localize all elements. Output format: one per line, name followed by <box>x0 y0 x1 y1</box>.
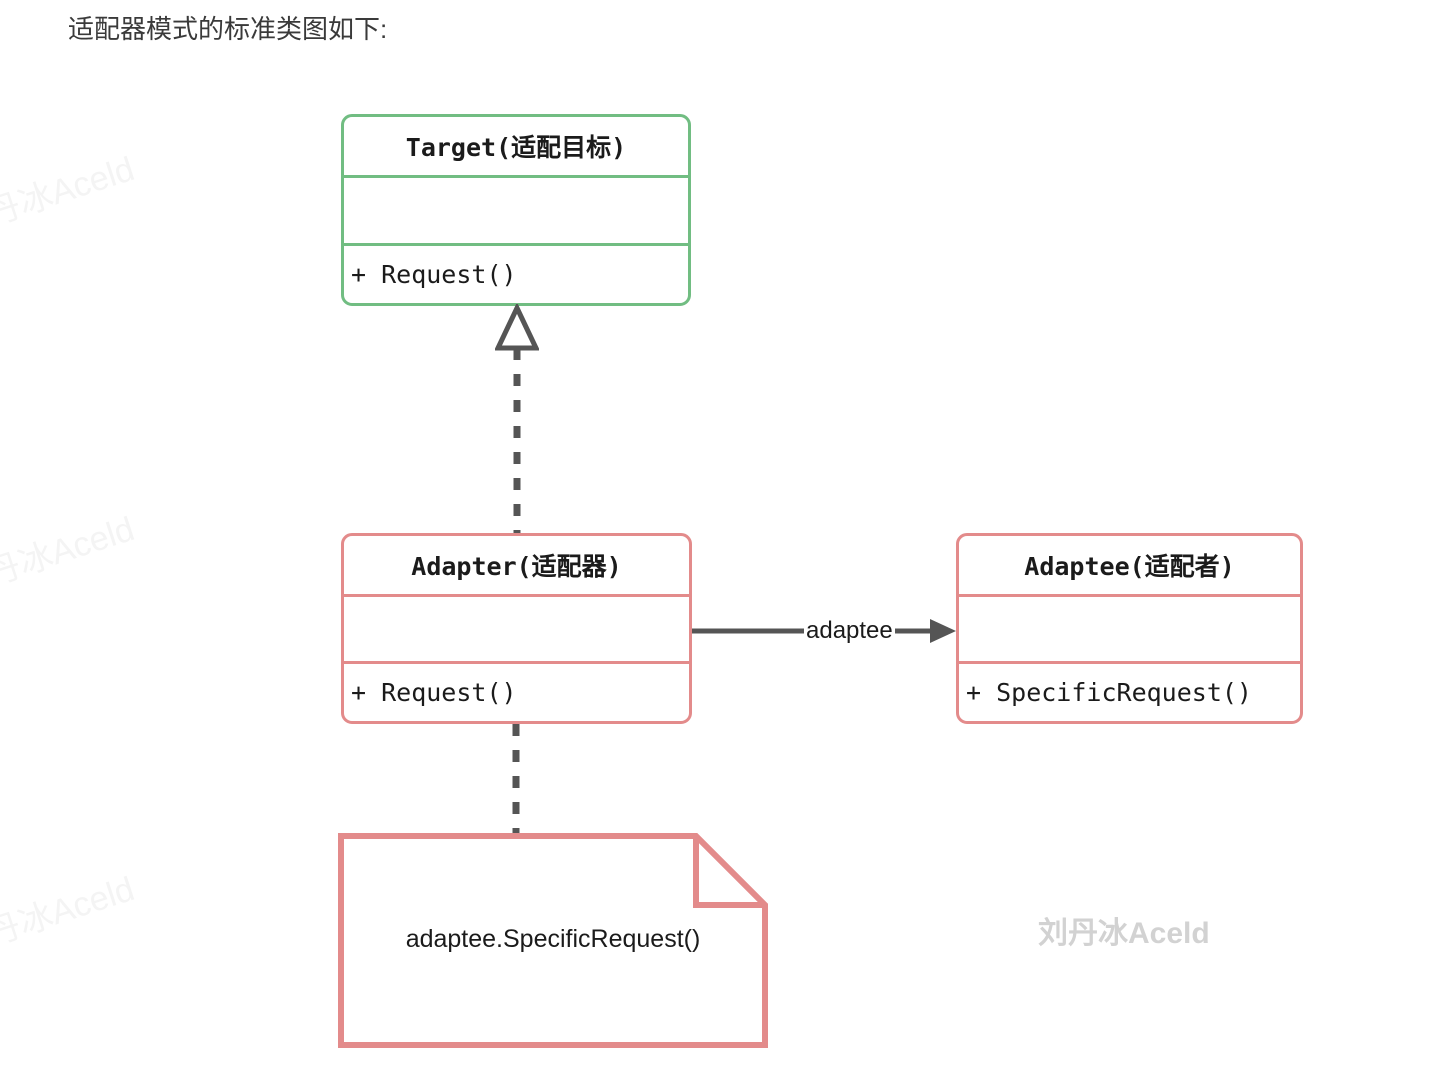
watermark-edge-2: 刘丹冰Aceld <box>0 509 139 604</box>
hollow-triangle-arrowhead-icon <box>494 302 540 351</box>
class-name-target: Target(适配目标) <box>405 133 627 162</box>
relationship-adapter-note-link <box>500 724 532 836</box>
note-fold-corner-icon <box>693 836 765 908</box>
note-outline <box>338 833 768 1048</box>
class-name-adaptee: Adaptee(适配者) <box>1024 552 1235 581</box>
watermark-edge-3: 刘丹冰Aceld <box>0 869 139 964</box>
filled-arrowhead-icon <box>930 619 956 643</box>
class-attributes-adapter <box>344 594 689 661</box>
class-name-adapter: Adapter(适配器) <box>411 552 622 581</box>
page-title: 适配器模式的标准类图如下: <box>68 14 388 44</box>
class-box-adaptee[interactable]: Adaptee(适配者) + SpecificRequest() <box>956 533 1303 724</box>
note-shape <box>338 833 768 1048</box>
watermark-edge-1: 刘丹冰Aceld <box>0 149 139 244</box>
note-text: adaptee.SpecificRequest() <box>405 925 701 953</box>
class-attributes-target <box>344 175 688 243</box>
class-attributes-adaptee <box>959 594 1300 661</box>
class-box-adapter[interactable]: Adapter(适配器) + Request() <box>341 533 692 724</box>
relationship-label-adaptee: adaptee <box>804 617 895 645</box>
relationship-adapter-realizes-target <box>494 302 540 540</box>
watermark-author: 刘丹冰Aceld <box>1038 917 1210 950</box>
class-box-target[interactable]: Target(适配目标) + Request() <box>341 114 691 306</box>
note-box-adapter[interactable]: adaptee.SpecificRequest() <box>338 833 768 1048</box>
class-operations-target: + Request() <box>344 243 688 303</box>
class-operations-adapter: + Request() <box>344 661 689 721</box>
class-operations-adaptee: + SpecificRequest() <box>959 661 1300 721</box>
